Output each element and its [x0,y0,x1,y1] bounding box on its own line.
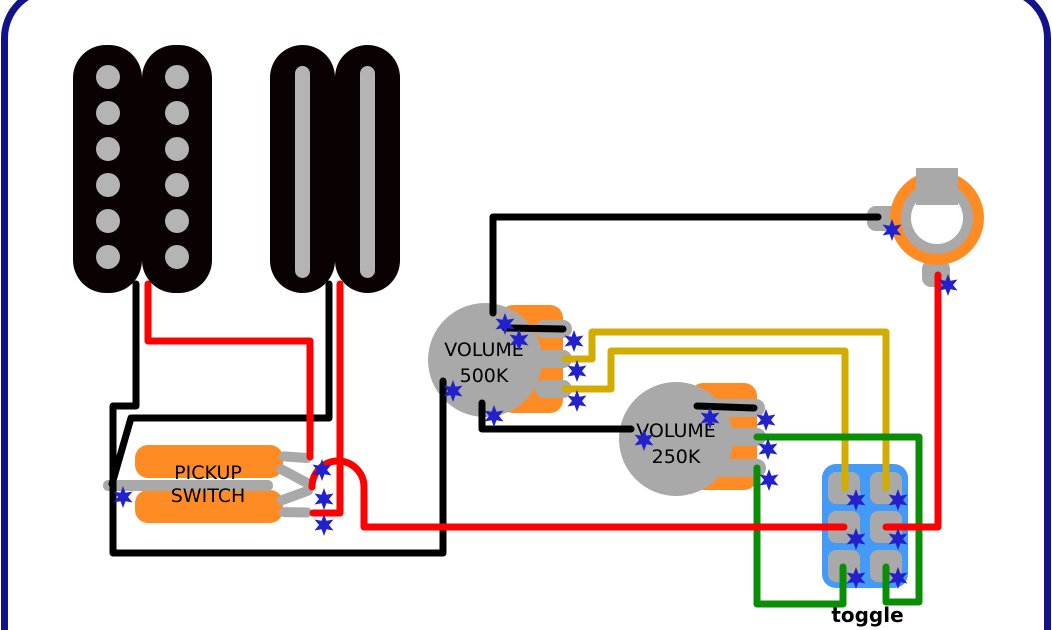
pickup-switch-body-top [135,445,283,478]
solder-star [846,528,866,550]
solder-star [484,405,504,427]
pole-piece [96,209,120,233]
volume-250k-body [619,382,733,496]
volume-500k-lug2 [535,350,572,368]
volume-250k-label: VOLUME 250K [616,418,736,470]
volume-250k-label-line2: 250K [651,446,701,468]
solder-star [759,469,779,491]
volume-500k-label-line2: 500K [459,365,509,387]
solder-star [113,486,133,508]
pickup-switch-label: PICKUP SWITCH [150,462,266,508]
wire-bridge-pickup-ground [108,280,333,488]
solder-star [846,567,866,589]
wire-switch-output-to-toggle-mid-left [308,457,848,531]
pole-piece [165,137,189,161]
volume-250k-label-line1: VOLUME [636,420,716,442]
wire-250k-casing-to-lug1 [693,402,758,412]
solder-star [443,380,463,402]
wire-500k-lug3-to-toggle-top-left [561,347,849,492]
solder-star [567,390,587,412]
solder-star [882,219,902,241]
pole-piece [96,101,120,125]
pole-piece [96,65,120,89]
wire-toggle-mid-right-to-jack-tip [882,271,942,531]
solder-star [564,330,584,352]
pole-piece [165,101,189,125]
pole-piece [165,65,189,89]
volume-500k-label: VOLUME 500K [424,337,544,389]
pickup-rail [360,66,375,278]
solder-star [888,528,908,550]
wire-bridge-pickup-hot [309,280,344,517]
wire-500k-casing-to-jack-sleeve [489,213,882,317]
pole-piece [165,173,189,197]
pole-piece [96,137,120,161]
pickup-switch-label-line2: SWITCH [170,485,246,507]
wire-500k-lug2-to-toggle-top-right [561,328,890,492]
pickup-switch-common-terminal [103,480,273,491]
solder-star [888,489,908,511]
volume-500k-lug3 [535,380,572,398]
solder-star [312,459,332,481]
solder-star [509,329,529,351]
volume-500k-body [428,303,542,417]
pole-piece [165,209,189,233]
pickup-switch-body-bottom [135,490,283,523]
solder-star [888,567,908,589]
solder-star [567,360,587,382]
solder-star [700,407,720,429]
solder-star [846,489,866,511]
solder-star [756,409,776,431]
wire-250k-lug2-to-toggle-bottom-right [753,433,923,606]
wire-500k-to-250k-casing [478,399,635,433]
toggle-switch-caption: toggle switch [831,603,904,630]
solder-star [634,429,654,451]
wire-neck-pickup-hot [144,280,314,461]
jack-tab [916,168,958,205]
pickup-rail [295,66,310,278]
solder-star [495,313,515,335]
volume-500k-label-line1: VOLUME [444,339,524,361]
pole-piece [165,245,189,269]
wire-250k-lug3-to-toggle-bottom-left [753,464,847,608]
pickup-switch-label-line1: PICKUP [174,462,242,484]
wire-500k-casing-to-lug1 [501,324,567,333]
solder-star [938,274,958,296]
solder-star [314,488,334,510]
pole-piece [96,245,120,269]
pole-piece [96,173,120,197]
solder-star [758,438,778,460]
solder-star [314,514,334,536]
